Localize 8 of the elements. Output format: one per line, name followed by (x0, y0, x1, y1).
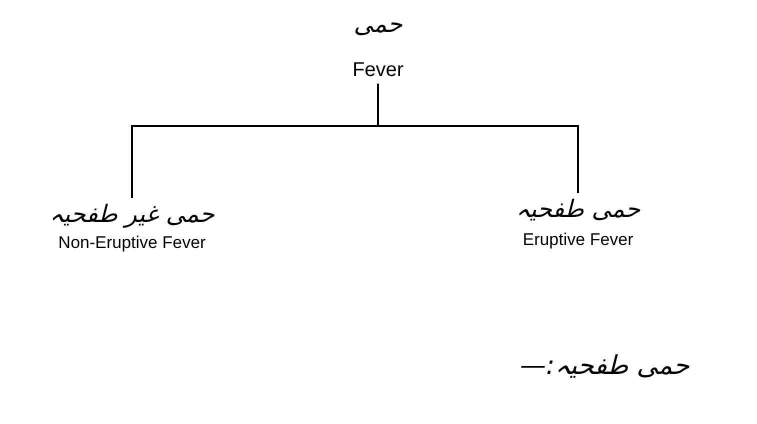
english-term: Eruptive Fever (522, 230, 634, 250)
urdu-term: حمی طفحیہ (516, 195, 640, 224)
urdu-term: حمی (354, 10, 402, 39)
english-term: Non-Eruptive Fever (58, 232, 206, 253)
section-heading: حمی طفحیہ:— (520, 350, 690, 381)
urdu-term: حمی غیر طفحیہ (50, 200, 214, 229)
english-term: Fever (352, 58, 404, 82)
connector-line (377, 84, 579, 193)
